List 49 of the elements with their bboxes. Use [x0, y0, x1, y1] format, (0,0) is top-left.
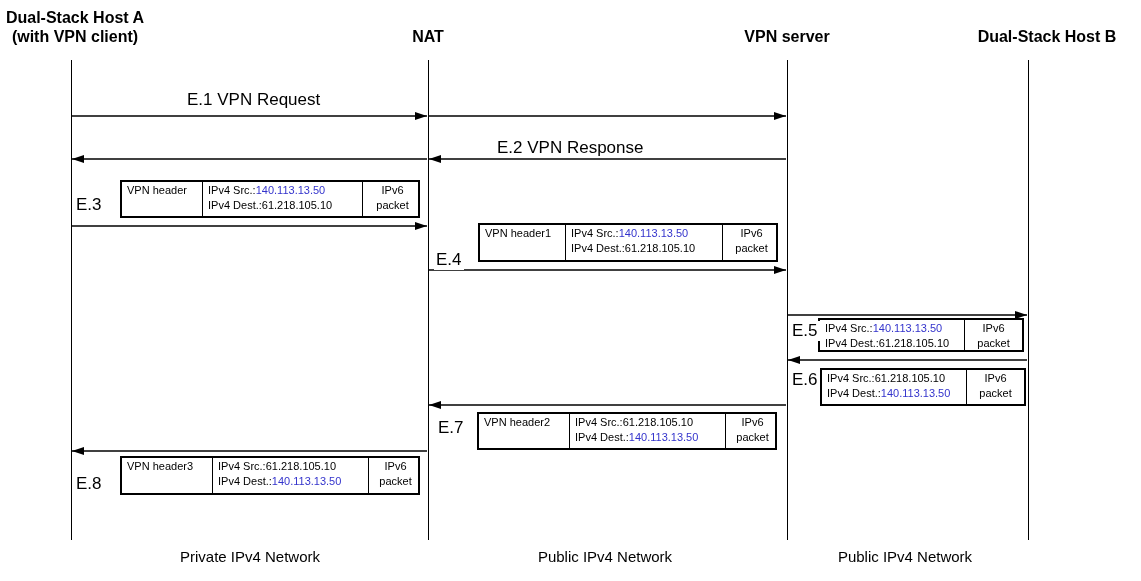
address-text: IPv4 Src.:61.218.105.10	[827, 371, 946, 386]
header-text: VPN header3	[127, 459, 194, 474]
edge-label: E.5	[790, 321, 820, 341]
packet-box	[478, 223, 778, 262]
arrow	[428, 266, 787, 274]
packet-box	[120, 456, 420, 495]
packet-box	[818, 318, 1024, 352]
edge-label: E.2 VPN Response	[495, 138, 646, 158]
packet-box	[120, 180, 420, 218]
payload-text: IPv6 packet	[734, 226, 769, 256]
address-text: IPv4 Dest.:140.113.13.50	[218, 474, 342, 489]
address-text: IPv4 Dest.:61.218.105.10	[571, 241, 696, 256]
header-text: VPN header1	[485, 226, 552, 241]
packet-box	[477, 412, 777, 450]
participant-name: Dual-Stack Host A (with VPN client)	[4, 8, 146, 46]
edge-label: E.4	[434, 250, 464, 270]
arrow	[428, 401, 787, 409]
address-text: IPv4 Src.:140.113.13.50	[208, 183, 326, 198]
participant-name: VPN server	[743, 27, 831, 46]
participant-name: NAT	[411, 27, 445, 46]
address-text: IPv4 Src.:140.113.13.50	[571, 226, 689, 241]
header-text: VPN header2	[484, 415, 551, 430]
address-text: IPv4 Dest.:140.113.13.50	[827, 386, 951, 401]
payload-text: IPv6 packet	[976, 321, 1011, 351]
arrow	[71, 155, 428, 163]
packet-box	[820, 368, 1026, 406]
arrow	[71, 447, 428, 455]
header-text: VPN header	[127, 183, 187, 198]
arrow	[71, 112, 428, 120]
payload-text: IPv6 packet	[735, 415, 770, 445]
address-text: IPv4 Src.:61.218.105.10	[575, 415, 694, 430]
address-text: IPv4 Src.:140.113.13.50	[825, 321, 943, 336]
address-text: IPv4 Dest.:61.218.105.10	[208, 198, 333, 213]
arrow	[787, 311, 1028, 319]
payload-text: IPv6 packet	[378, 459, 413, 489]
network-label: Private IPv4 Network	[178, 547, 321, 567]
network-label: Public IPv4 Network	[836, 547, 974, 567]
address-text: IPv4 Src.:61.218.105.10	[218, 459, 337, 474]
arrow	[71, 222, 428, 230]
arrow	[428, 112, 787, 120]
edge-label: E.1 VPN Request	[185, 90, 323, 110]
network-label: Public IPv4 Network	[536, 547, 674, 567]
arrow	[787, 356, 1028, 364]
address-text: IPv4 Dest.:140.113.13.50	[575, 430, 699, 445]
address-text: IPv4 Dest.:61.218.105.10	[825, 336, 950, 351]
arrow	[428, 155, 787, 163]
payload-text: IPv6 packet	[375, 183, 410, 213]
participant-name: Dual-Stack Host B	[976, 27, 1118, 46]
payload-text: IPv6 packet	[978, 371, 1013, 401]
